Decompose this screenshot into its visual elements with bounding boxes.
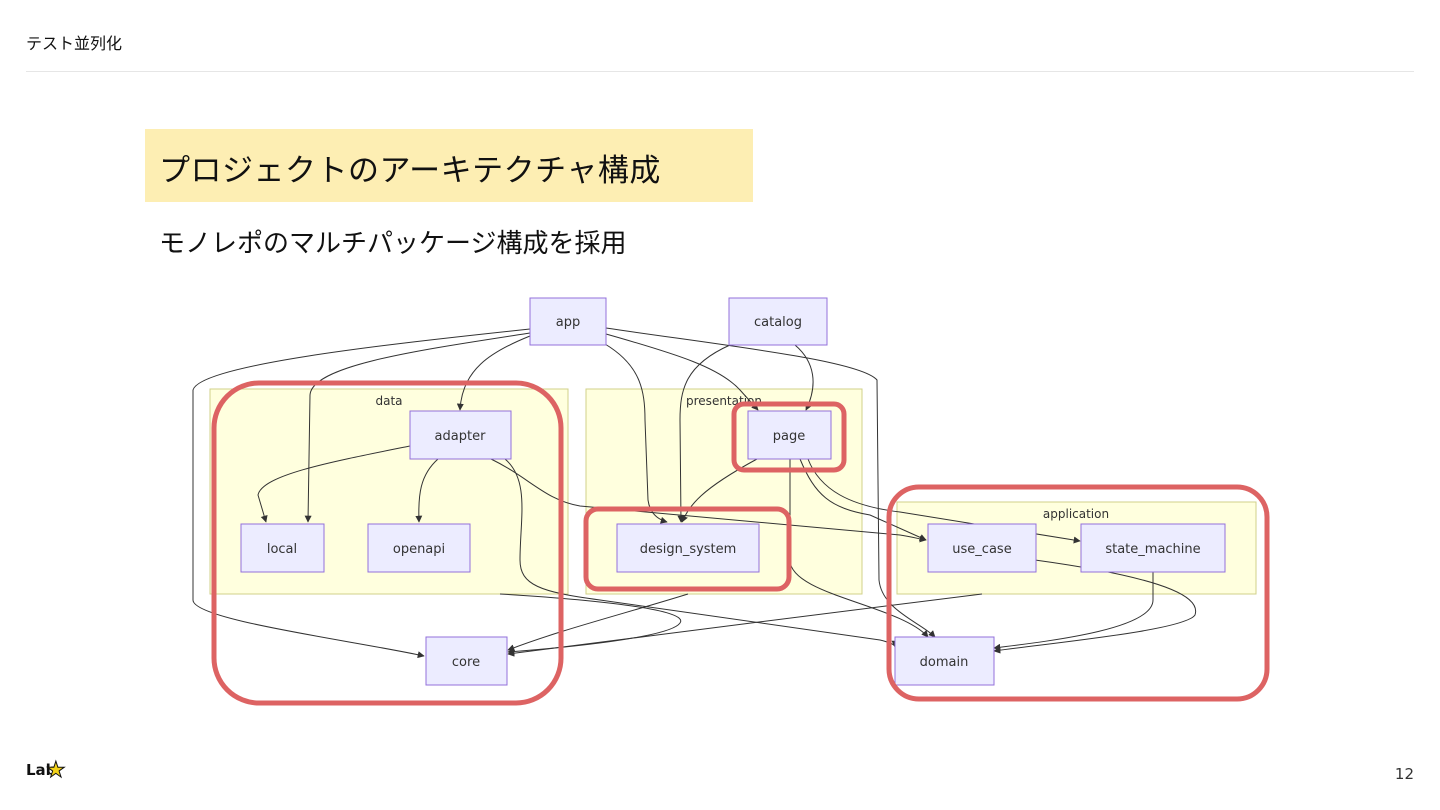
node-domain: domain — [894, 636, 995, 686]
node-design-system-label: design_system — [640, 542, 737, 557]
node-domain-label: domain — [920, 655, 969, 670]
page-number: 12 — [1394, 765, 1414, 783]
edge-use-case-domain — [993, 559, 1197, 654]
edge-adapter-local — [257, 445, 411, 523]
node-catalog: catalog — [728, 297, 828, 346]
star-icon: ★ — [46, 758, 67, 783]
edge-state-machine-domain — [993, 572, 1154, 651]
slide-heading: プロジェクトのアーキテクチャ構成 — [159, 153, 661, 189]
edge-app-core — [192, 328, 531, 659]
highlight-application-domain — [886, 484, 1270, 702]
node-openapi-label: openapi — [393, 542, 445, 557]
highlight-data-core — [211, 380, 564, 706]
node-openapi: openapi — [367, 523, 471, 573]
logo-text: Lab — [26, 761, 57, 779]
node-page-label: page — [773, 429, 805, 444]
node-use-case: use_case — [927, 523, 1037, 573]
node-app: app — [529, 297, 607, 346]
group-data-label: data — [375, 394, 402, 408]
edge-app-adapter — [456, 335, 531, 411]
edge-app-domain — [605, 327, 936, 638]
highlight-page — [731, 401, 847, 473]
edge-adapter-use-case — [490, 458, 927, 543]
highlight-design-system — [583, 506, 792, 592]
node-catalog-label: catalog — [754, 315, 802, 330]
node-core: core — [425, 636, 508, 686]
node-app-label: app — [556, 315, 580, 330]
node-use-case-label: use_case — [952, 542, 1011, 557]
group-application-label: application — [1043, 507, 1109, 521]
edge-adapter-openapi — [415, 458, 439, 523]
heading-highlight: プロジェクトのアーキテクチャ構成 — [145, 129, 753, 202]
node-adapter: adapter — [409, 410, 512, 460]
edge-app-design-system — [604, 343, 668, 524]
edge-catalog-design-system — [677, 344, 731, 523]
header-divider — [26, 71, 1414, 72]
teamlab-logo: Lab ★ — [26, 758, 67, 790]
node-local: local — [240, 523, 325, 573]
edge-app-page — [605, 333, 759, 411]
slide-subheading: モノレポのマルチパッケージ構成を採用 — [159, 229, 627, 259]
node-state-machine: state_machine — [1080, 523, 1226, 573]
header-title: テスト並列化 — [26, 34, 123, 53]
node-state-machine-label: state_machine — [1105, 542, 1200, 557]
highlight-outlines — [211, 380, 1270, 706]
node-page: page — [747, 410, 832, 460]
node-core-label: core — [452, 655, 480, 670]
edge-design-system-core — [507, 593, 689, 652]
edge-app-local — [304, 332, 531, 523]
node-adapter-label: adapter — [435, 429, 487, 444]
node-local-label: local — [267, 542, 297, 557]
node-design-system: design_system — [616, 523, 760, 573]
